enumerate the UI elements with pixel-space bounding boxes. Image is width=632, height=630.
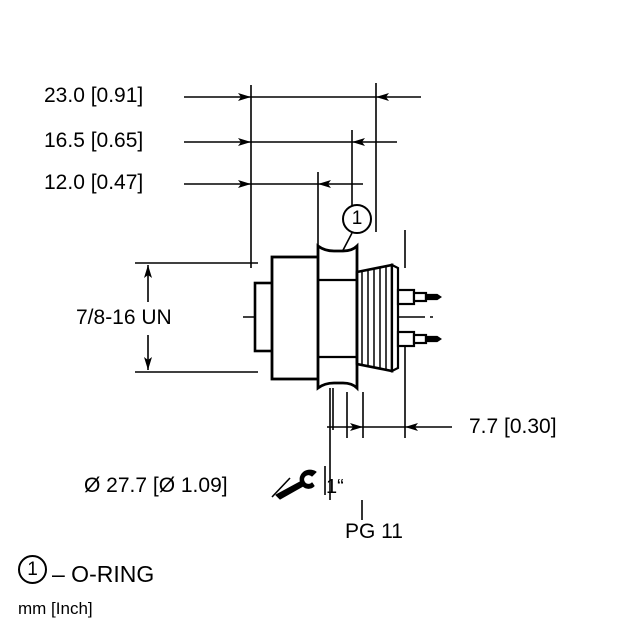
terminal-pin-lower (396, 330, 442, 348)
rear-boss (253, 281, 275, 353)
dimension-label-rear-thread: PG 11 (345, 520, 403, 543)
legend-item-label: – O-RING (52, 561, 155, 587)
dimension-label-rear-length: 7.7 [0.30] (469, 415, 557, 438)
main-barrel (270, 255, 324, 381)
legend-balloon-1: 1 (18, 555, 47, 584)
units-note: mm [Inch] (18, 599, 93, 618)
dimension-thread-vertical (135, 262, 258, 373)
dimension-lines-top (184, 93, 421, 188)
hex-nut (316, 242, 359, 392)
dimension-label-front-length: 12.0 [0.47] (44, 171, 144, 194)
dimension-label-flange-diameter: Ø 27.7 [Ø 1.09] (84, 474, 228, 497)
callout-balloon-1: 1 (342, 204, 372, 234)
dimension-label-wrench-size: 1“ (326, 476, 344, 498)
dimension-label-mid-length: 16.5 [0.65] (44, 129, 144, 152)
terminal-pin-upper (396, 288, 442, 306)
dimension-label-thread: 7/8-16 UN (76, 306, 172, 329)
wrench-icon (272, 468, 324, 502)
dimension-label-overall-length: 23.0 [0.91] (44, 84, 144, 107)
connector-body (253, 242, 442, 392)
leader-flange-diameter (271, 477, 291, 498)
